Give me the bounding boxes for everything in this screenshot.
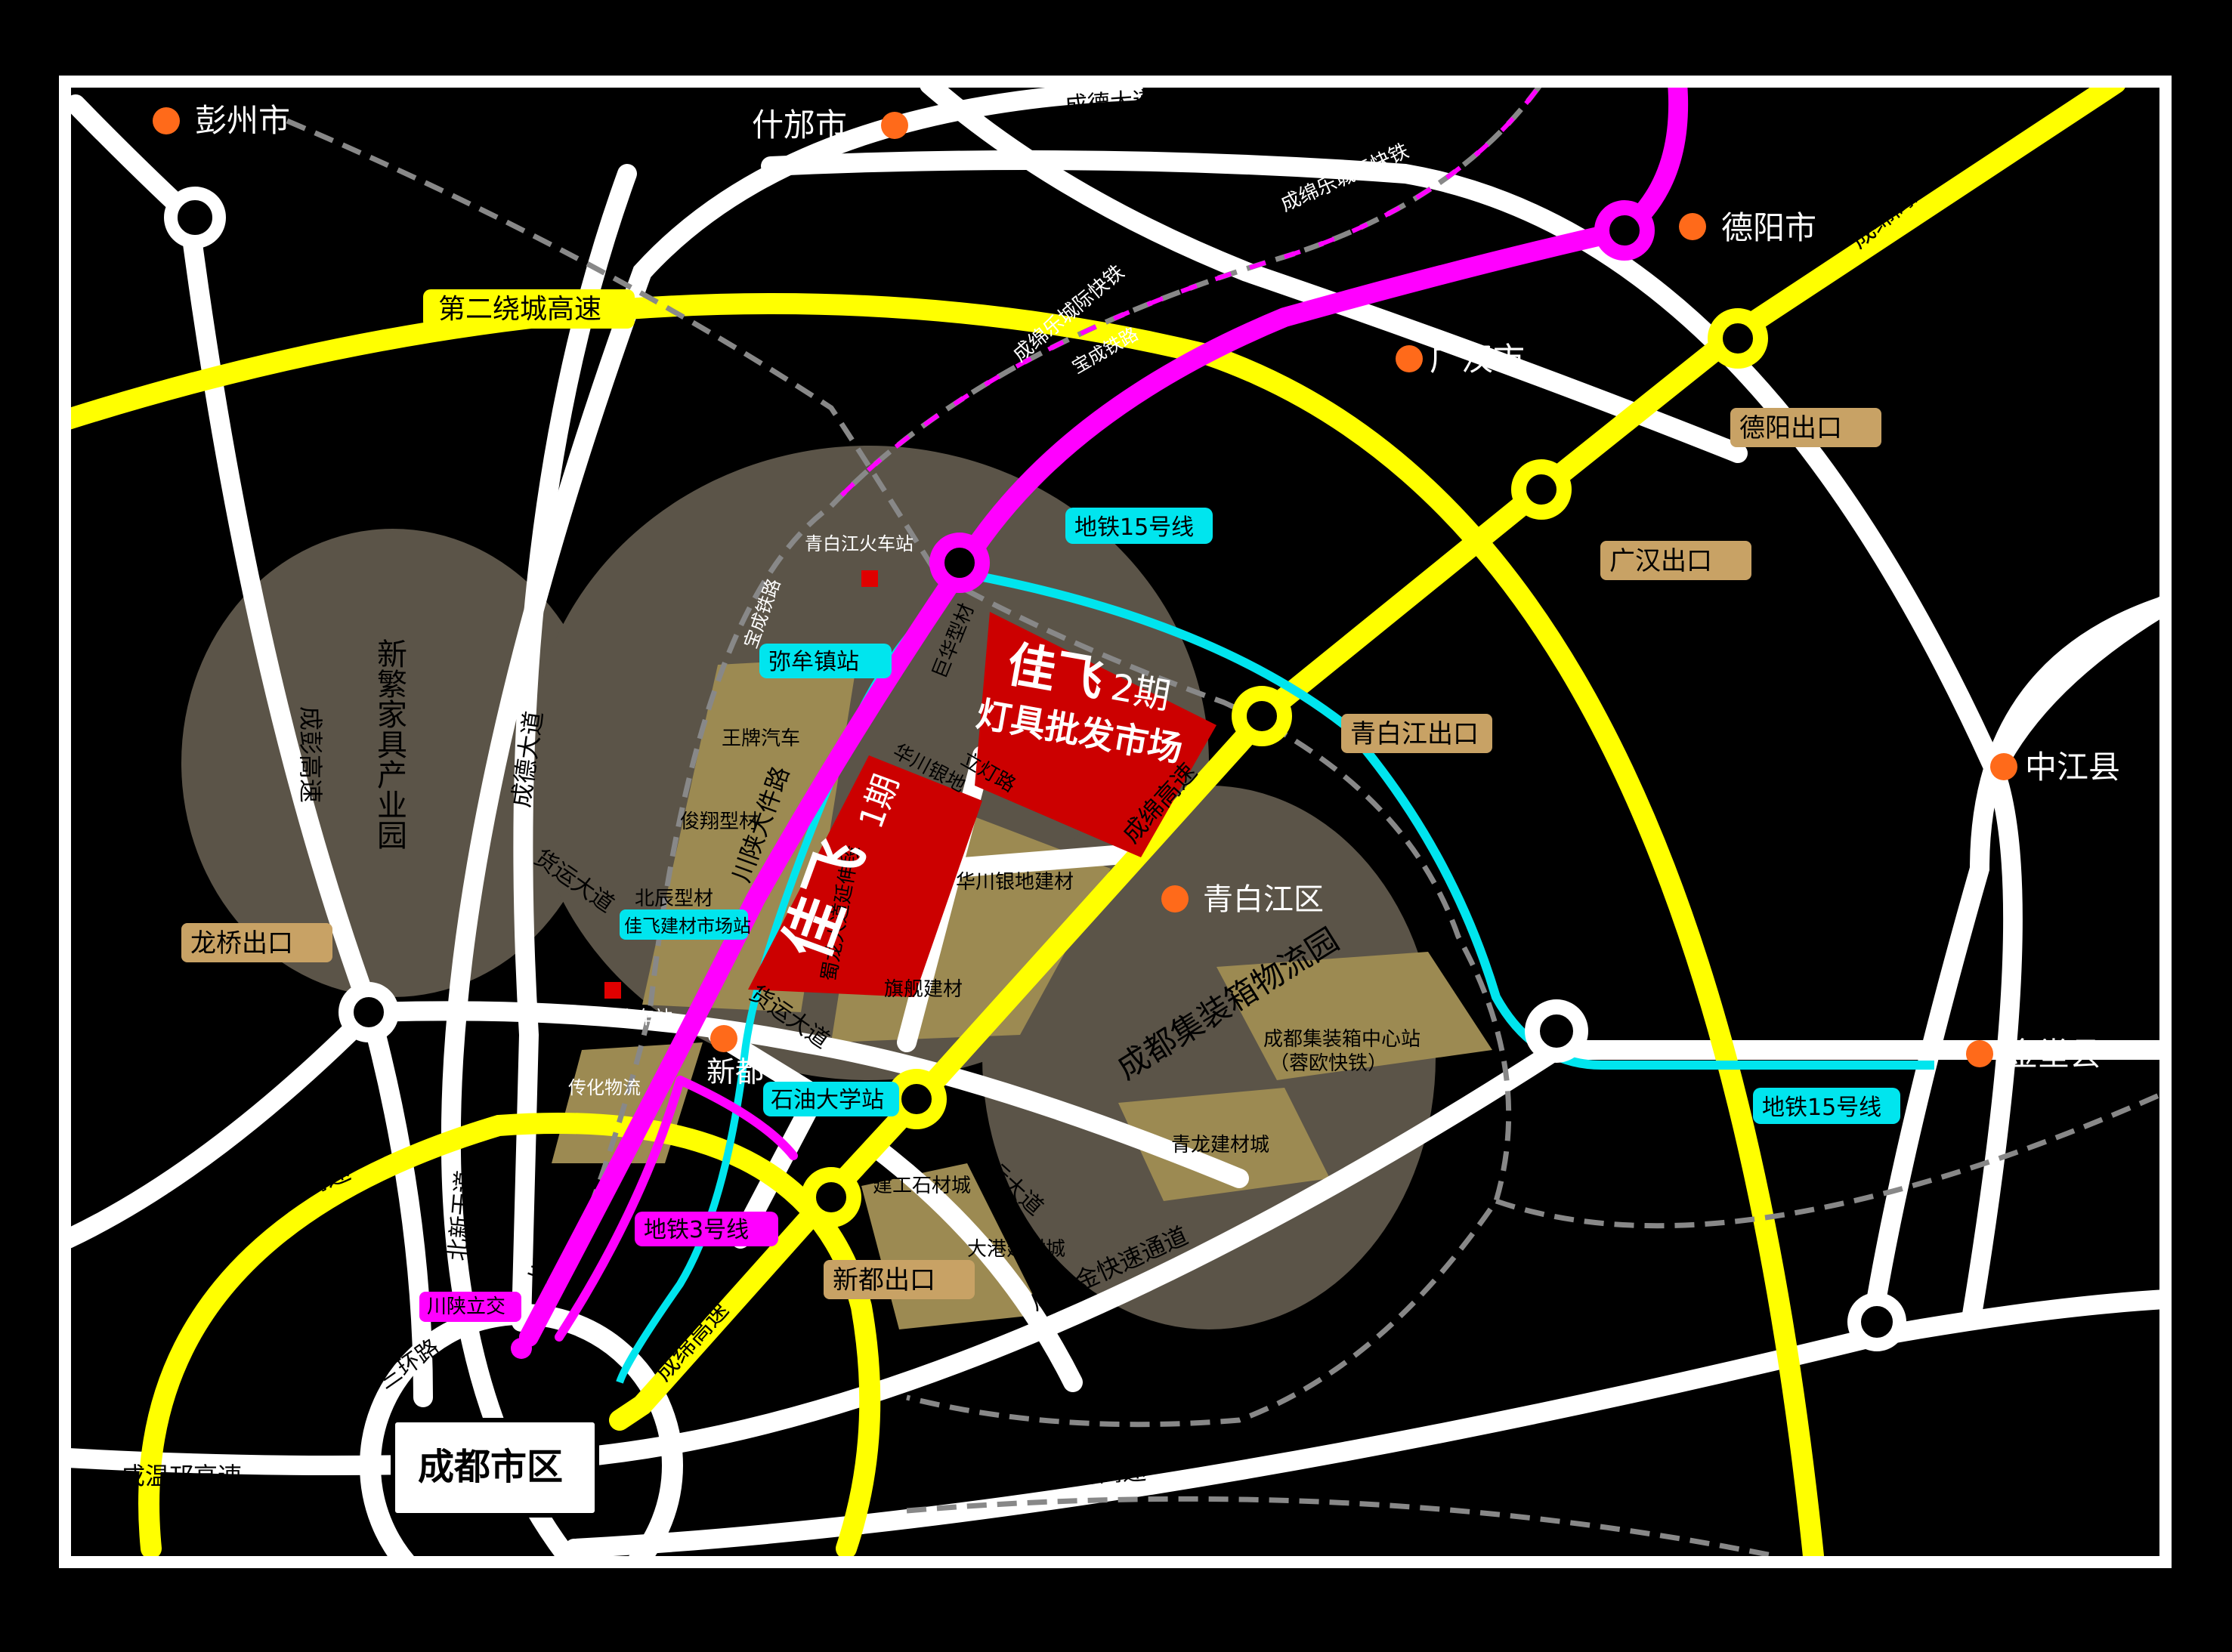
road-huoyun-avenue: [360, 1001, 1249, 1188]
node-east: [1525, 999, 1588, 1063]
road-second-ring-label: 第二绕城高速: [438, 294, 601, 325]
road-chengnan-label: 成南高速: [1049, 1456, 1147, 1490]
city-dots: [153, 107, 2017, 1067]
station-mipai-label: 弥牟镇站: [768, 649, 859, 675]
metro-line15-top-label: 地铁15号线: [1074, 514, 1194, 541]
zone-xinfan-label: 新繁家具产业园: [372, 638, 407, 850]
plot-dagang-label: 大港建材城: [967, 1238, 1065, 1261]
exit-xindu-label: 新都出口: [833, 1265, 935, 1295]
road-chengpeng-label: 成彭高速: [296, 706, 325, 803]
city-xindu: 新都: [706, 1055, 764, 1088]
node-deyang-metro: [1594, 200, 1655, 261]
plot-phase2-num: 2期: [1108, 666, 1173, 718]
railway-intercity-highlight: [829, 82, 1546, 508]
node-guanghan-exit: [1511, 459, 1572, 520]
metro-line3-label: 地铁3号线: [644, 1217, 749, 1243]
plot-container-station: [1216, 952, 1492, 1080]
interchanges: [164, 187, 1906, 1359]
plot-wangpai-label: 王牌汽车: [722, 727, 800, 750]
node-qingbaijiang-station: [929, 533, 990, 593]
metro-line3: [519, 82, 1689, 1347]
node-deyang-exit: [1708, 308, 1768, 369]
station-shiyou-label: 石油大学站: [771, 1087, 884, 1113]
node-shiyou: [886, 1069, 947, 1129]
railway-baocheng: [286, 118, 1512, 1428]
plot-beichen-label: 北辰型材: [635, 888, 713, 910]
metro-line15-right-label: 地铁15号线: [1762, 1095, 1881, 1121]
road-chengguan: [65, 1002, 380, 1249]
city-zhongjiang: 中江县: [2025, 749, 2120, 786]
plot-junxiang-label: 俊翔型材: [680, 811, 759, 833]
road-chengde-avenue-label: 成德大道: [1064, 87, 1156, 119]
railways: [286, 82, 2166, 1559]
exit-longqiao-label: 龙桥出口: [190, 928, 293, 959]
station-chuanshan-label: 川陕立交: [427, 1295, 505, 1318]
node-southeast: [1847, 1292, 1906, 1351]
node-chuanshan: [511, 1338, 532, 1359]
exit-guanghan-label: 广汉出口: [1609, 546, 1712, 576]
chengmian-expressway: [609, 82, 2126, 1431]
city-qingbaijiang: 青白江区: [1203, 882, 1324, 917]
road-chengde-avenue: [512, 164, 637, 1332]
rail-station-qingbaijiang-label: 青白江火车站: [805, 533, 914, 554]
exit-deyang-label: 德阳出口: [1739, 413, 1842, 443]
exit-qingbaijiang-label: 青白江出口: [1350, 719, 1479, 749]
xindu-station-icon: [604, 982, 621, 999]
road-zhongjiang: [1864, 594, 2166, 1324]
node-qingbaijiang-exit: [1232, 686, 1292, 746]
qingbaijiang-station-icon: [861, 570, 878, 587]
plot-qinglong: [1118, 1088, 1330, 1201]
city-guanghan: 广汉市: [1430, 341, 1525, 378]
plot-qinglong-label: 青龙建材城: [1171, 1134, 1269, 1156]
plot-qijian-label: 旗舰建材: [884, 978, 963, 1001]
node-pengzhou: [164, 187, 226, 249]
zone-chuanhua-label: 传化物流: [568, 1077, 641, 1098]
station-jiafei-label: 佳飞建材市场站: [624, 916, 751, 937]
yellow-road-pills: [423, 289, 635, 329]
road-chengpeng: [179, 205, 380, 1022]
road-chengde: [920, 82, 1748, 463]
road-chengqingjin: [65, 1040, 1566, 1475]
railway-south: [906, 1496, 1776, 1559]
road-lideng: [935, 844, 1143, 878]
rail-station-xindu-label: 新都火车站: [582, 1007, 672, 1028]
exit-pills: [181, 408, 1881, 1299]
city-deyang: 德阳市: [1721, 209, 1816, 246]
map-frame: [59, 76, 2172, 1568]
chengdu-center-box: [391, 1418, 599, 1518]
road-chengwenqiong-label: 成温邛高速: [121, 1462, 242, 1490]
plot-phase1: [748, 755, 982, 997]
xinfan-zone: [181, 529, 604, 997]
road-zhongjiang-link: [1985, 594, 2166, 780]
node-longqiao: [339, 982, 399, 1042]
zone-rongou-label: （蓉欧快铁）: [1269, 1052, 1387, 1075]
zone-container-station-label: 成都集装箱中心站: [1263, 1028, 1421, 1051]
ring-expressway: [138, 1113, 881, 1559]
plot-phase2: [975, 612, 1216, 857]
chengdu-center-label: 成都市区: [418, 1446, 563, 1488]
city-jintang: 金堂县: [2006, 1036, 2101, 1073]
metro-pills: [419, 508, 1900, 1322]
road-huoyun-se: [867, 1138, 1083, 1392]
node-xindu-exit: [801, 1167, 861, 1227]
map-body: [65, 82, 2166, 1562]
railway-east: [1495, 1089, 2166, 1229]
city-pengzhou: 彭州市: [195, 102, 290, 139]
railway-chengmian-intercity: [541, 82, 1546, 1316]
city-shifang: 什邡市: [752, 107, 847, 144]
roads-white: [65, 82, 2166, 1562]
plot-huachuan-building-label: 华川银地建材: [956, 871, 1074, 894]
plot-jiangong-label: 建工石材城: [873, 1175, 971, 1197]
